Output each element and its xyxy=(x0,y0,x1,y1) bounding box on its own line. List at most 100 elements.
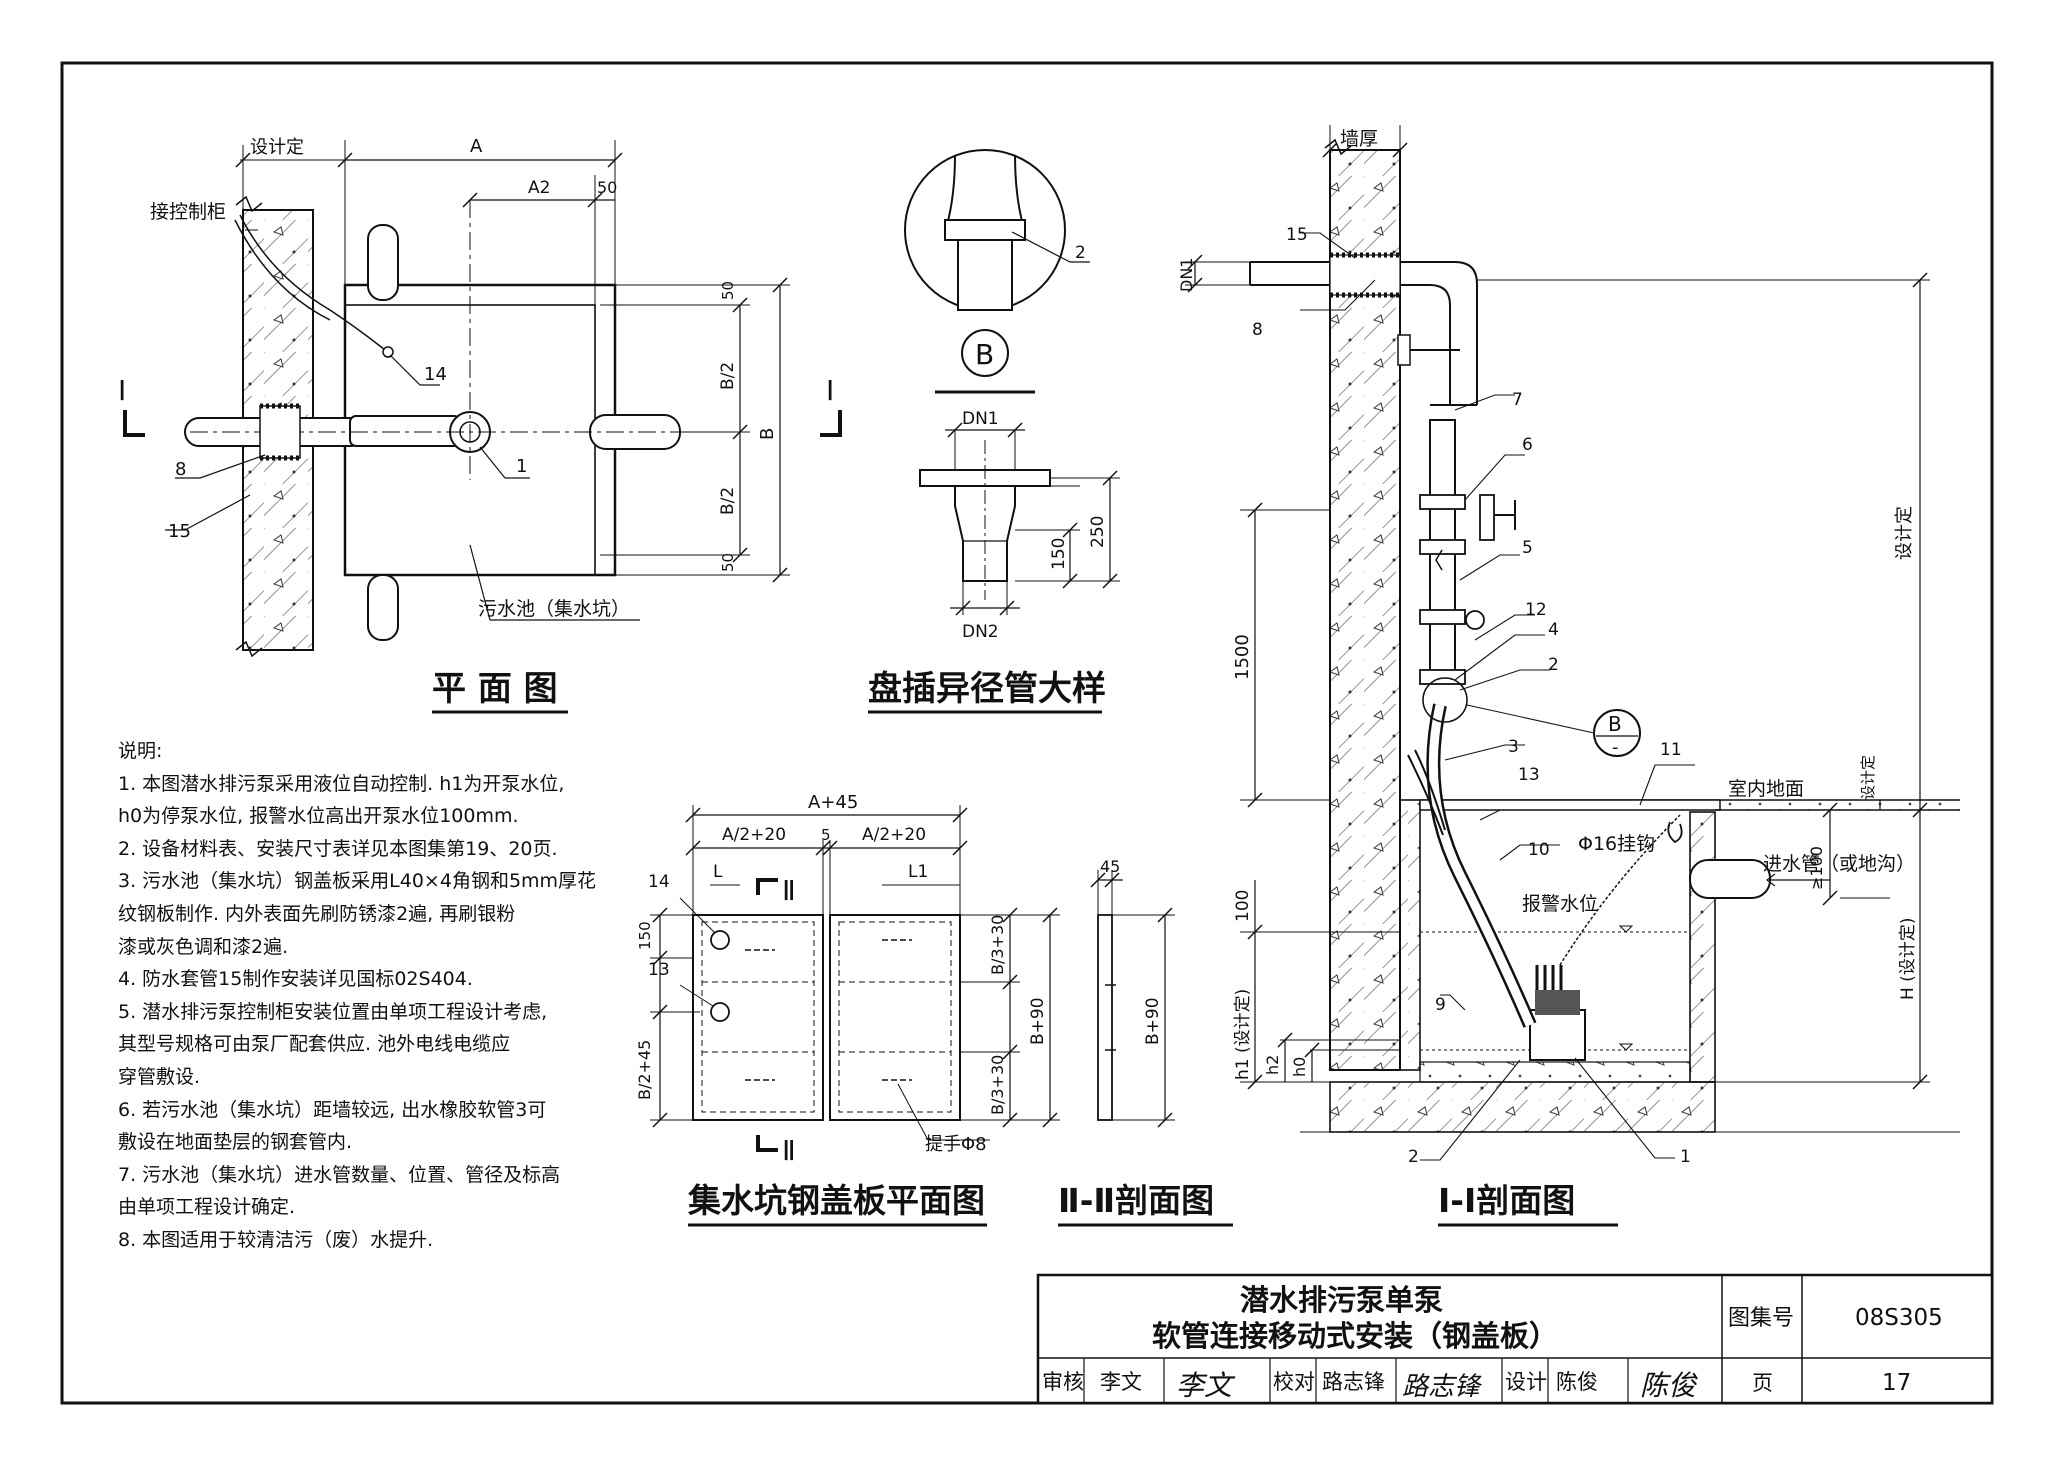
note-line: 6. 若污水池（集水坑）距墙较远, 出水橡胶软管3可 xyxy=(118,1098,547,1121)
page-label: 页 xyxy=(1752,1371,1773,1395)
detail-b-label-2: 2 xyxy=(1075,243,1086,263)
section-dim-ge100: ≥100 xyxy=(1807,846,1826,890)
section-i-title: Ⅰ-Ⅰ剖面图 xyxy=(1438,1181,1575,1220)
cover-dim-L: L xyxy=(713,862,723,882)
section-ii-title: Ⅱ-Ⅱ剖面图 xyxy=(1058,1181,1214,1220)
cover-dim-A45: A+45 xyxy=(808,792,858,813)
cover-handle: 提手Φ8 xyxy=(925,1134,987,1155)
section-inlet: 进水管（或地沟） xyxy=(1763,853,1915,875)
page-no: 17 xyxy=(1882,1370,1911,1396)
section-n15: 15 xyxy=(1286,225,1308,245)
designer-name: 陈俊 xyxy=(1556,1370,1598,1394)
reviewer-name: 李文 xyxy=(1100,1370,1142,1394)
atlas-no: 08S305 xyxy=(1855,1305,1943,1331)
detail-b-dim-250: 250 xyxy=(1088,516,1108,548)
detail-b-dn1: DN1 xyxy=(962,409,999,429)
section-n2a: 2 xyxy=(1548,655,1559,675)
note-line: 穿管敷设. xyxy=(118,1065,201,1088)
plan-section-mark-left: Ⅰ xyxy=(118,374,126,407)
cover-dim-5: 5 xyxy=(821,826,831,844)
outer-border xyxy=(60,61,1994,1405)
section-hook: Φ16挂钩 xyxy=(1578,833,1655,855)
plan-label-8: 8 xyxy=(175,459,186,480)
plan-dim-A: A xyxy=(470,136,483,157)
cover-dim-A220-r: A/2+20 xyxy=(862,825,926,845)
cover-right-plate xyxy=(829,914,961,1121)
plan-to-control-cabinet: 接控制柜 xyxy=(150,201,226,223)
note-line: 敷设在地面垫层的钢套管内. xyxy=(118,1131,353,1154)
plan-dim-50-rb: 50 xyxy=(719,553,737,572)
section-dim-h1: h1 (设计定) xyxy=(1233,989,1253,1080)
cover-dim-A220-l: A/2+20 xyxy=(722,825,786,845)
review-label: 审核 xyxy=(1042,1370,1084,1394)
plan-dim-50-top: 50 xyxy=(597,178,617,197)
note-line: 漆或灰色调和漆2遍. xyxy=(118,935,289,958)
title-block: 潜水排污泵单泵 软管连接移动式安装（钢盖板） 图集号 08S305 审核 李文 … xyxy=(1036,1273,1994,1405)
section-n6: 6 xyxy=(1522,435,1533,455)
section-n4: 4 xyxy=(1548,620,1559,640)
note-line: 7. 污水池（集水坑）进水管数量、位置、管径及标高 xyxy=(118,1163,561,1186)
notes-heading: 说明: xyxy=(118,740,163,762)
pit-left-wall xyxy=(1399,799,1421,1071)
cover-dim-L1: L1 xyxy=(908,862,928,882)
title-line-1: 潜水排污泵单泵 xyxy=(1240,1283,1443,1317)
cover-sec-mark-top: Ⅱ xyxy=(782,874,796,907)
section-design-fixed-v: 设计定 xyxy=(1894,506,1915,560)
note-line: 由单项工程设计确定. xyxy=(118,1196,296,1219)
pit-floor xyxy=(1329,1081,1716,1133)
cover-dim-B330-bot: B/3+30 xyxy=(988,1055,1007,1115)
note-line: 1. 本图潜水排污泵采用液位自动控制. h1为开泵水位, xyxy=(118,772,565,795)
section-dim-h2: h2 xyxy=(1263,1055,1282,1075)
section-n9: 9 xyxy=(1435,995,1446,1015)
cover-dim-150: 150 xyxy=(636,921,654,950)
section-n2b: 2 xyxy=(1408,1147,1419,1167)
cover-plan: Ⅱ Ⅱ A+45 A/2+20 5 A/2+20 L L1 150 B/2+45… xyxy=(635,792,1060,1227)
designer-signature: 陈俊 xyxy=(1640,1369,1698,1402)
section-dim-H: H (设计定) xyxy=(1898,918,1918,1000)
detail-b-mark xyxy=(961,329,1009,377)
section-n7: 7 xyxy=(1512,390,1523,410)
cover-dim-B330-top: B/3+30 xyxy=(988,915,1007,975)
plan-title: 平 面 图 xyxy=(432,669,558,709)
plan-dim-B2-top: B/2 xyxy=(718,362,738,390)
section-indoor-floor: 室内地面 xyxy=(1728,778,1804,800)
plan-pit-label: 污水池（集水坑） xyxy=(478,598,630,620)
section-n8: 8 xyxy=(1252,320,1263,340)
detail-b-dn2: DN2 xyxy=(962,622,999,642)
checker-name: 路志锋 xyxy=(1322,1370,1385,1394)
section-n3: 3 xyxy=(1508,737,1519,757)
cover-plan-title: 集水坑钢盖板平面图 xyxy=(687,1181,985,1220)
section-n10: 10 xyxy=(1528,840,1550,860)
section-n11: 11 xyxy=(1660,740,1682,760)
plan-dim-B: B xyxy=(757,428,778,440)
section-i: B - xyxy=(1177,125,1960,1227)
detail-b-dim-150: 150 xyxy=(1049,538,1069,570)
section-n5: 5 xyxy=(1522,538,1533,558)
atlas-label: 图集号 xyxy=(1728,1306,1794,1331)
note-line: 4. 防水套管15制作安装详见国标02S404. xyxy=(118,968,473,991)
cover-label-13: 13 xyxy=(648,960,670,980)
detail-b: 2 B DN1 DN2 150 250 盘插异径管大样 xyxy=(868,149,1120,714)
section-design-fixed-r: 设计定 xyxy=(1859,755,1877,800)
section-ii-dim-45: 45 xyxy=(1100,857,1120,876)
section-dim-h0: h0 xyxy=(1290,1057,1309,1077)
checker-signature: 路志锋 xyxy=(1402,1372,1483,1402)
detail-b-title: 盘插异径管大样 xyxy=(868,669,1106,709)
plan-label-1: 1 xyxy=(516,456,527,477)
cover-dim-B90: B+90 xyxy=(1028,997,1048,1045)
detail-b-mark-letter: B xyxy=(975,338,994,371)
section-dim-1500: 1500 xyxy=(1232,634,1253,680)
notes: 说明: 1. 本图潜水排污泵采用液位自动控制. h1为开泵水位, h0为停泵水位… xyxy=(118,735,613,1257)
note-line: 2. 设备材料表、安装尺寸表详见本图集第19、20页. xyxy=(118,837,558,860)
cover-label-14: 14 xyxy=(648,872,670,892)
section-alarm-level: 报警水位 xyxy=(1522,893,1598,915)
plan-label-15: 15 xyxy=(168,521,191,542)
section-n12: 12 xyxy=(1525,600,1547,620)
plan-dim-A2: A2 xyxy=(528,178,550,198)
section-pump xyxy=(1529,1009,1586,1061)
plan-design-fixed: 设计定 xyxy=(250,137,304,158)
design-label: 设计 xyxy=(1505,1370,1547,1394)
plan-section-mark-right: Ⅰ xyxy=(826,374,834,407)
note-line: h0为停泵水位, 报警水位高出开泵水位100mm. xyxy=(118,805,519,828)
